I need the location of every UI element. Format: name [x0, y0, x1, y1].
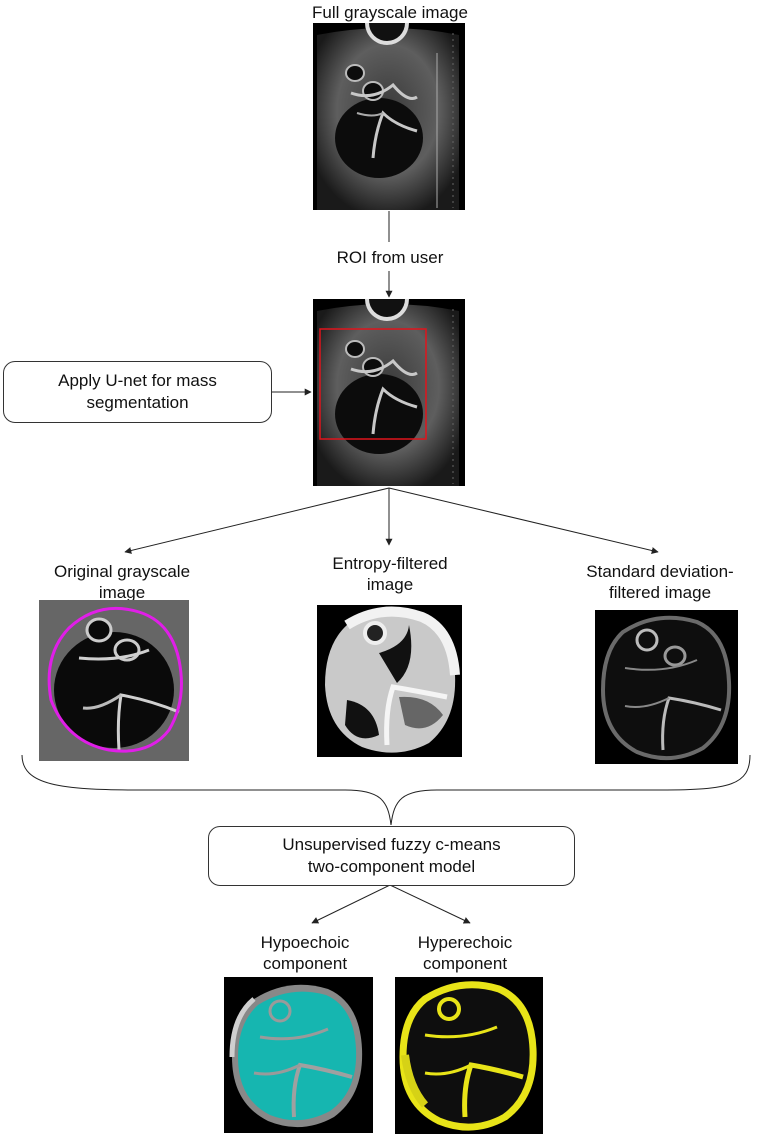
arrow-to-original — [124, 487, 390, 554]
original-image-title: Original grayscale image — [22, 561, 222, 603]
hypoechoic-component-image — [224, 977, 373, 1133]
full-grayscale-image — [313, 23, 465, 210]
stddev-line-2: filtered image — [608, 583, 712, 602]
roi-box — [319, 328, 427, 440]
stddev-line-1: Standard deviation- — [586, 562, 734, 581]
arrow-to-stddev — [388, 487, 659, 554]
arrow-to-hypoechoic — [311, 884, 391, 924]
entropy-line-1: Entropy-filtered — [332, 554, 448, 573]
roi-label: ROI from user — [336, 248, 444, 267]
entropy-image-title: Entropy-filtered image — [290, 553, 490, 595]
stddev-filtered-image — [595, 610, 738, 764]
grouping-brace — [21, 754, 751, 826]
stddev-image-title: Standard deviation- filtered image — [560, 561, 760, 603]
hypoechoic-title: Hypoechoic component — [225, 932, 385, 974]
hyperechoic-component-image — [395, 977, 543, 1134]
hyper-line-1: Hyperechoic — [417, 933, 513, 952]
full-image-title: Full grayscale image — [312, 3, 468, 22]
segmentation-outline — [47, 606, 183, 753]
fcm-line-1: Unsupervised fuzzy c-means — [282, 835, 501, 854]
hyper-line-2: component — [422, 954, 508, 973]
original-line-2: image — [98, 583, 146, 602]
original-line-1: Original grayscale — [53, 562, 191, 581]
unet-line-2: segmentation — [86, 393, 189, 412]
unet-segmentation-box: Apply U-net for mass segmentation — [3, 361, 272, 423]
unet-line-1: Apply U-net for mass — [58, 371, 217, 390]
original-grayscale-image — [39, 600, 189, 761]
entropy-line-2: image — [366, 575, 414, 594]
entropy-filtered-image — [317, 605, 462, 757]
hyperechoic-title: Hyperechoic component — [385, 932, 545, 974]
roi-image — [313, 299, 465, 486]
hypo-line-2: component — [262, 954, 348, 973]
fuzzy-cmeans-box: Unsupervised fuzzy c-means two-component… — [208, 826, 575, 886]
hypo-line-1: Hypoechoic — [260, 933, 350, 952]
arrow-to-hyperechoic — [389, 884, 471, 924]
fcm-line-2: two-component model — [307, 857, 476, 876]
